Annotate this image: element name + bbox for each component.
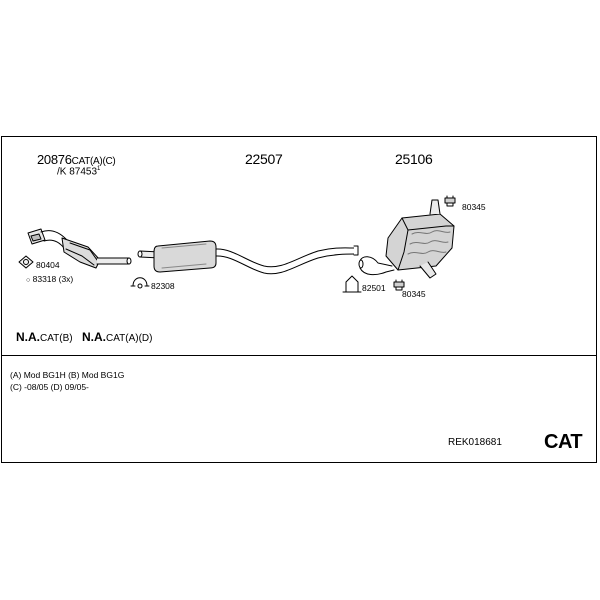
- hanger-80345-bottom-icon: [393, 279, 405, 291]
- clamp-82501-icon: [342, 275, 362, 293]
- label-80404: 80404: [36, 260, 60, 270]
- middle-muffler-drawing: [137, 240, 359, 275]
- middle-muffler-part-number: 22507: [245, 151, 283, 167]
- category-label: CAT: [544, 431, 583, 453]
- na-cat-b: N.A.CAT(B): [16, 330, 73, 344]
- na-cat-a-d: N.A.CAT(A)(D): [82, 330, 153, 344]
- notes-line-1: (A) Mod BG1H (B) Mod BG1G: [10, 370, 125, 380]
- cat-part-number: 20876CAT(A)(C): [37, 152, 116, 167]
- label-80345-top: 80345: [462, 202, 486, 212]
- notes-divider: [1, 355, 597, 356]
- notes-line-2: (C) -08/05 (D) 09/05-: [10, 382, 89, 392]
- rear-muffler-part-number: 25106: [395, 151, 433, 167]
- cat-alt-part-number: /K 874531: [57, 166, 101, 178]
- gasket-80404-icon: [18, 255, 34, 269]
- clamp-82308-icon: [130, 277, 150, 289]
- hanger-80345-top-icon: [444, 195, 456, 207]
- cat-part-suffix: CAT(A)(C): [71, 156, 116, 167]
- label-82501: 82501: [362, 283, 386, 293]
- catalytic-converter-drawing: [27, 228, 132, 269]
- label-82308: 82308: [151, 281, 175, 291]
- label-80345-bottom: 80345: [402, 289, 426, 299]
- diagram-frame: [1, 136, 597, 463]
- rear-muffler-drawing: [358, 199, 455, 279]
- reference-number: REK018681: [448, 437, 502, 448]
- label-83318: ○ 83318 (3x): [26, 274, 74, 284]
